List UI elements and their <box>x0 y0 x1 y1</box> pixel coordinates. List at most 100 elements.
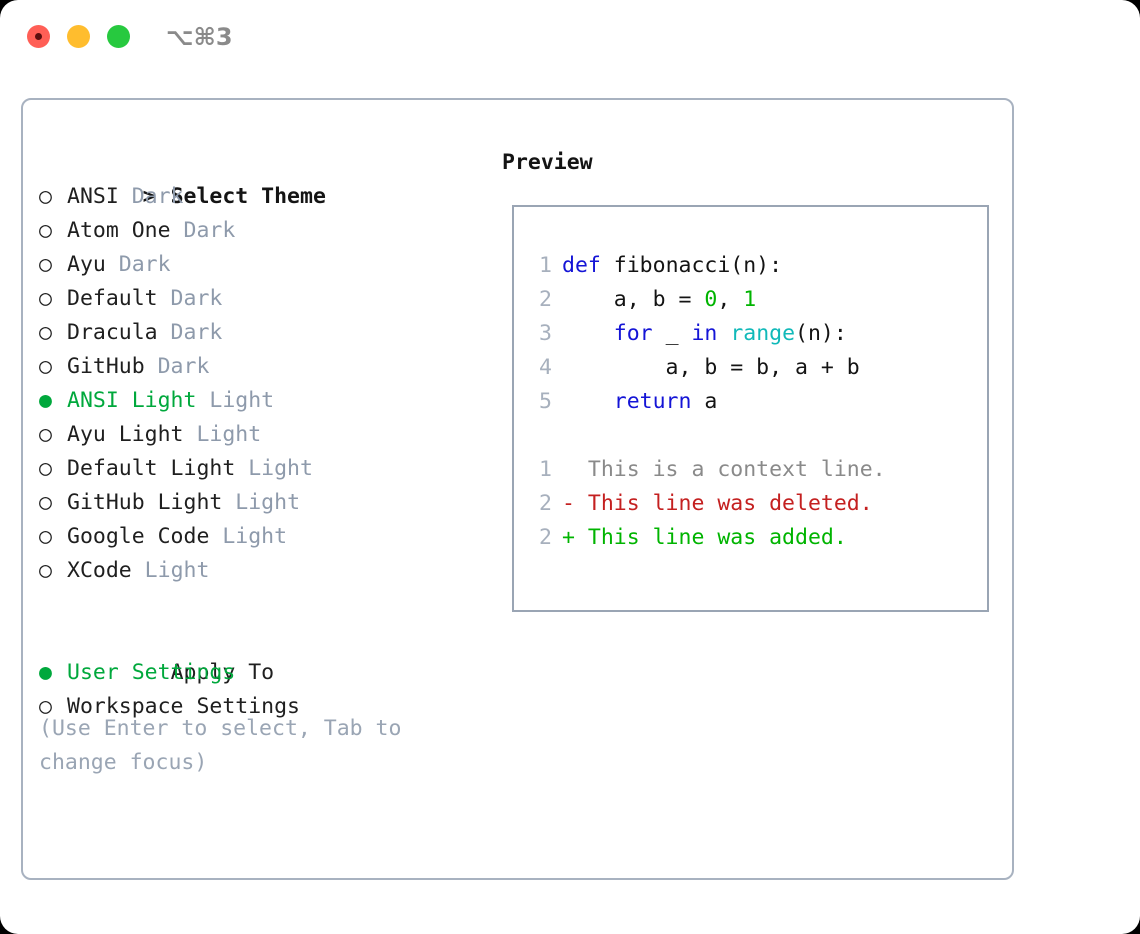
theme-name: GitHub Light <box>67 490 223 515</box>
radio-unselected-icon: ○ <box>39 490 52 515</box>
apply-to-label: User Settings <box>67 660 236 685</box>
apply-to-heading: Apply To <box>39 622 499 685</box>
theme-variant: Dark <box>157 286 223 311</box>
code-token <box>717 321 730 346</box>
code-line: 2 a, b = 0, 1 <box>528 283 886 317</box>
radio-unselected-icon: ○ <box>39 694 52 719</box>
apply-to-heading-label: Apply To <box>170 660 275 685</box>
theme-name: Ayu <box>67 252 106 277</box>
apply-to-label: Workspace Settings <box>67 694 300 719</box>
theme-variant: Dark <box>157 320 223 345</box>
radio-selected-icon: ● <box>39 660 52 685</box>
code-token: in <box>691 321 718 346</box>
code-token: 1 <box>743 287 757 312</box>
theme-variant: Light <box>131 558 210 583</box>
theme-list-item[interactable]: ○ Default Light Light <box>39 452 499 486</box>
select-theme-heading: >Select Theme <box>39 146 499 209</box>
theme-selector-column: >Select Theme ○ ANSI Dark ○ Atom One Dark ○ A… <box>39 146 499 724</box>
theme-variant: Light <box>183 422 262 447</box>
diff-sign: + <box>562 525 588 550</box>
theme-variant: Dark <box>105 252 171 277</box>
code-line: 4 a, b = b, a + b <box>528 351 886 385</box>
maximize-button[interactable] <box>107 25 130 48</box>
title-bar: ⌥⌘3 <box>0 0 1140 78</box>
code-token: _ <box>652 321 692 346</box>
code-token <box>562 321 614 346</box>
apply-to-item[interactable]: ● User Settings <box>39 656 499 690</box>
radio-selected-icon: ● <box>39 388 52 413</box>
code-token: fibonacci(n): <box>600 253 783 278</box>
line-number: 5 <box>539 389 552 414</box>
theme-list-item[interactable]: ○ XCode Light <box>39 554 499 588</box>
radio-unselected-icon: ○ <box>39 252 52 277</box>
code-token: , <box>717 287 744 312</box>
code-token: a, b = <box>562 287 705 312</box>
theme-list-item[interactable]: ○GitHub Light Light <box>39 486 499 520</box>
radio-unselected-icon: ○ <box>39 320 52 345</box>
theme-list-item[interactable]: ●ANSI Light Light <box>39 384 499 418</box>
code-token: a, b = b, a + b <box>562 355 860 380</box>
radio-unselected-icon: ○ <box>39 218 52 243</box>
theme-variant: Light <box>235 456 313 481</box>
theme-name: Google Code <box>67 524 210 549</box>
radio-unselected-icon: ○ <box>39 422 52 447</box>
minimize-button[interactable] <box>67 25 90 48</box>
code-token: 0 <box>704 287 718 312</box>
theme-list-item[interactable]: ○ANSI Dark <box>39 180 499 214</box>
diff-line: 2- This line was deleted. <box>528 487 886 521</box>
theme-name: Atom One <box>67 218 171 243</box>
content-panel: >Select Theme ○ ANSI Dark ○ Atom One Dark ○ A… <box>21 98 1014 880</box>
section-spacer <box>39 588 499 622</box>
theme-list-item[interactable]: ○ Ayu Light Light <box>39 418 499 452</box>
theme-name: Ayu Light <box>67 422 184 447</box>
line-number: 3 <box>539 321 552 346</box>
line-number: 4 <box>539 355 552 380</box>
diff-text: This line was added. <box>587 525 847 550</box>
caret-icon: > <box>142 184 156 209</box>
code-blank-line <box>528 419 886 453</box>
diff-line: 1 This is a context line. <box>528 453 886 487</box>
line-number: 1 <box>539 457 552 482</box>
code-line: 5 return a <box>528 385 886 419</box>
theme-list-item[interactable]: ○ Google Code Light <box>39 520 499 554</box>
line-number: 2 <box>539 525 552 550</box>
code-token: for <box>613 321 653 346</box>
radio-unselected-icon: ○ <box>39 456 52 481</box>
diff-sign: - <box>562 491 588 516</box>
radio-unselected-icon: ○ <box>39 354 52 379</box>
code-token <box>562 389 614 414</box>
theme-variant: Dark <box>170 218 236 243</box>
radio-unselected-icon: ○ <box>39 558 52 583</box>
radio-unselected-icon: ○ <box>39 286 52 311</box>
theme-variant: Dark <box>144 354 210 379</box>
theme-name: Default Light <box>67 456 236 481</box>
diff-sign <box>562 457 588 482</box>
theme-name: GitHub <box>67 354 145 379</box>
radio-unselected-icon: ○ <box>39 184 52 209</box>
code-token: range <box>730 321 796 346</box>
code-token: a <box>691 389 718 414</box>
theme-variant: Light <box>209 524 288 549</box>
theme-list-item[interactable]: ○ Default Dark <box>39 282 499 316</box>
theme-name: ANSI <box>67 184 119 209</box>
radio-unselected-icon: ○ <box>39 524 52 549</box>
theme-name: XCode <box>67 558 132 583</box>
apply-to-item[interactable]: ○ Workspace Settings <box>39 690 499 724</box>
theme-list-item[interactable]: ○ Ayu Dark <box>39 248 499 282</box>
theme-name: Default <box>67 286 158 311</box>
theme-list-item[interactable]: ○ Atom One Dark <box>39 214 499 248</box>
line-number: 1 <box>539 253 552 278</box>
line-number: 2 <box>539 287 552 312</box>
diff-text: This is a context line. <box>587 457 886 482</box>
theme-name: ANSI Light <box>67 388 197 413</box>
close-button[interactable] <box>27 25 50 48</box>
diff-text: This line was deleted. <box>587 491 873 516</box>
preview-heading: Preview <box>502 150 593 175</box>
theme-list-item[interactable]: ○Dracula Dark <box>39 316 499 350</box>
keyboard-shortcut-label: ⌥⌘3 <box>166 23 233 51</box>
code-token: return <box>613 389 692 414</box>
theme-list-item[interactable]: ○ GitHub Dark <box>39 350 499 384</box>
